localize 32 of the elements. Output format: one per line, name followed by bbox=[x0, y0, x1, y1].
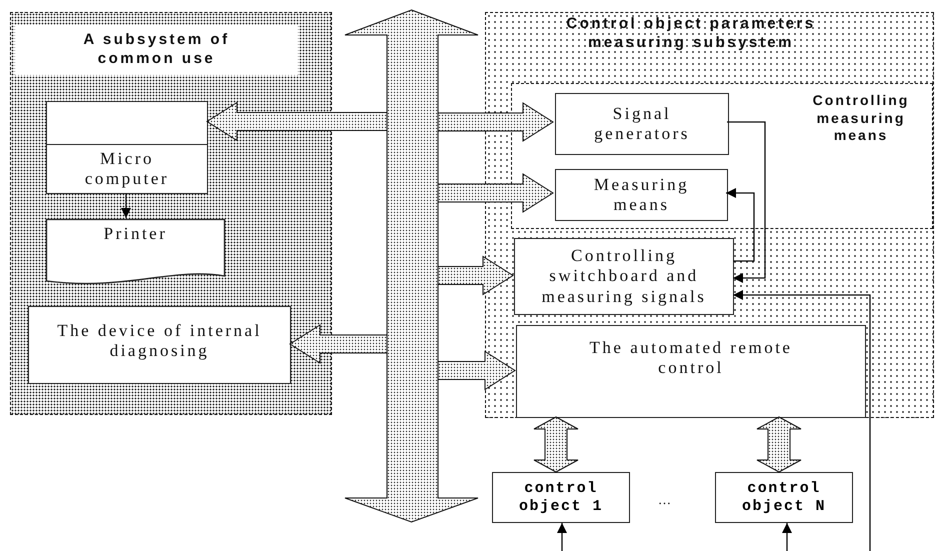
block-arrow bbox=[206, 102, 388, 142]
block-arrow bbox=[756, 416, 802, 473]
ellipsis-label: … bbox=[658, 492, 674, 508]
block-arrow bbox=[534, 416, 578, 473]
subsystem-panel bbox=[485, 12, 934, 418]
block-arrow bbox=[438, 102, 554, 142]
group-heading: Controlling measuring means bbox=[812, 92, 910, 144]
interface-box bbox=[46, 101, 208, 144]
process-box: The device of internal diagnosing bbox=[28, 306, 291, 384]
block-arrow bbox=[438, 350, 516, 390]
block-arrow bbox=[438, 256, 514, 296]
process-box: control object 1 bbox=[492, 472, 630, 523]
group-heading: Control object parameters measuring subsystem bbox=[565, 15, 817, 52]
arrow bbox=[121, 193, 131, 218]
box-text: Printer bbox=[102, 224, 168, 244]
arrow bbox=[782, 523, 792, 551]
arrow bbox=[726, 188, 755, 262]
group-heading: A subsystem of common use bbox=[15, 25, 298, 74]
arrow bbox=[733, 290, 871, 551]
process-box: Micro computer bbox=[46, 144, 208, 194]
arrow bbox=[557, 523, 567, 551]
process-box: The automated remote control bbox=[516, 325, 866, 418]
block-arrow bbox=[289, 324, 388, 364]
process-box: Measuring means bbox=[555, 169, 728, 221]
process-box: Controlling switchboard and measuring signals bbox=[514, 238, 734, 315]
process-box: Signal generators bbox=[555, 93, 729, 155]
bus-double-arrow bbox=[345, 10, 478, 522]
group-panel bbox=[511, 83, 933, 229]
block-arrow bbox=[438, 173, 554, 213]
arrow bbox=[727, 121, 766, 283]
process-box: control object N bbox=[715, 472, 853, 523]
subsystem-panel bbox=[10, 12, 332, 415]
